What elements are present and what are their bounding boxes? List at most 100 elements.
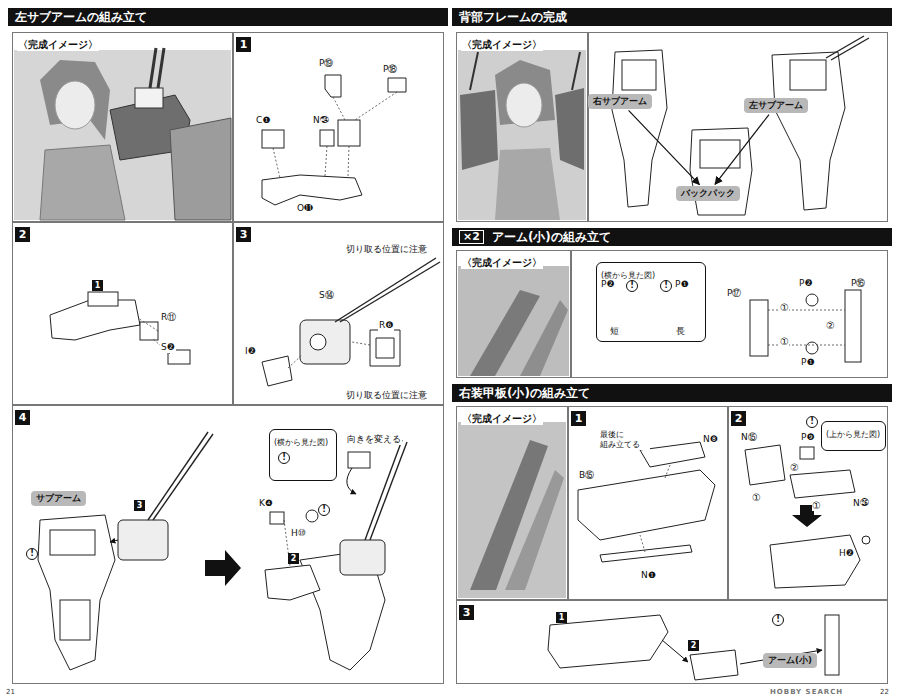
panel-frame [572, 251, 888, 378]
part-number: P❷ [798, 278, 814, 289]
caution-mark: ! [660, 280, 672, 292]
part-drawing [262, 356, 292, 386]
step-number: 4 [15, 410, 30, 425]
page-number: 21 [6, 688, 15, 696]
view-note: (横から見た図) [274, 438, 328, 448]
caution-mark: ! [806, 416, 818, 428]
order-number: ② [826, 320, 835, 331]
caution-mark: ! [26, 548, 38, 560]
part-number: 切り取る位置に注意 [345, 244, 428, 255]
leader-line [665, 465, 670, 478]
flow-arrow [205, 505, 822, 586]
part-drawing [800, 447, 814, 459]
part-number: H⑩ [290, 528, 307, 539]
step-reference: 2 [288, 553, 299, 564]
part-tag: アーム(小) [763, 653, 817, 668]
quantity-badge: ×2 [459, 230, 484, 244]
part-drawing [270, 512, 284, 524]
antenna-line [153, 434, 213, 520]
part-number: P❾ [800, 432, 816, 443]
step-panel: 1 [233, 32, 444, 222]
part-number: S❷ [160, 342, 176, 353]
completion-photo [505, 470, 564, 590]
part-number: I❷ [244, 346, 257, 357]
leader-line [355, 92, 397, 120]
part-drawing [140, 322, 158, 340]
completion-photo [555, 88, 584, 170]
part-drawing [338, 120, 360, 146]
order-number: ① [780, 336, 789, 347]
leader-line [273, 148, 280, 178]
view-note: (上から見た図) [826, 430, 880, 440]
caution-mark: ! [318, 504, 330, 516]
antenna-line [370, 442, 407, 540]
step-panel: 〈完成イメージ〉 [12, 32, 233, 222]
part-drawing [612, 50, 667, 207]
step-panel: 〈完成イメージ〉 [456, 406, 568, 600]
leader-line [333, 97, 345, 120]
part-drawing [300, 320, 350, 364]
completion-photo [55, 81, 95, 129]
order-number: ① [780, 302, 789, 313]
part-drawing [622, 60, 656, 90]
order-number: ① [752, 492, 761, 503]
step-number: 2 [15, 227, 30, 242]
assembly-arrow [629, 110, 700, 184]
antenna-line [365, 440, 402, 540]
section-title: アーム(小)の組み立て [492, 230, 611, 244]
panel-caption: 〈完成イメージ〉 [461, 413, 543, 425]
section-title: 左サブアームの組み立て [15, 10, 147, 24]
caution-mark: ! [772, 614, 784, 626]
connector-group [629, 110, 769, 184]
panel-frame [589, 33, 888, 222]
part-name: サブアーム [36, 493, 81, 504]
completion-photo [470, 52, 478, 90]
page-number: 22 [880, 688, 889, 696]
antenna-line [148, 36, 869, 540]
section-header: 右装甲板(小)の組み立て [452, 384, 892, 402]
part-drawing [790, 60, 826, 90]
part-number: C❶ [255, 115, 271, 126]
assembly-arrow [110, 540, 118, 542]
step-reference: 1 [556, 612, 567, 623]
assembly-arrow [715, 115, 769, 185]
part-number: O⓫ [296, 203, 314, 214]
flow-arrow [205, 550, 241, 586]
leader-line [348, 146, 349, 176]
leader-line [288, 355, 302, 368]
order-number: ① [812, 500, 821, 511]
panel-caption: 〈完成イメージ〉 [461, 39, 543, 51]
assembly-note: 最後に 組み立てる [600, 430, 650, 450]
panel-caption: 〈完成イメージ〉 [461, 257, 543, 269]
part-drawing [690, 650, 738, 680]
part-drawing [772, 52, 845, 210]
part-number: B⑮ [578, 470, 595, 481]
completion-photo [40, 60, 110, 140]
part-number: P❶ [674, 279, 690, 290]
antenna-line [340, 262, 440, 322]
completion-photo [150, 48, 156, 88]
part-drawing [370, 330, 400, 366]
part-drawing [388, 78, 406, 92]
part-drawing [38, 50, 870, 680]
part-drawing [118, 520, 168, 560]
part-number: N❽ [702, 434, 719, 445]
part-drawing [265, 565, 320, 600]
part-drawing [790, 470, 855, 498]
caution-mark: ! [278, 452, 290, 464]
part-drawing [862, 536, 870, 544]
step-number: 1 [236, 37, 251, 52]
part-number: S⑭ [318, 290, 335, 301]
part-drawing [845, 290, 861, 362]
step-panel: 〈完成イメージ〉 [456, 250, 571, 378]
completion-photo [460, 90, 498, 170]
part-drawing [306, 510, 318, 522]
part-number: P❷ [600, 279, 616, 290]
part-number: N㉖ [852, 498, 870, 509]
part-number: P⑲ [318, 58, 334, 69]
leader-line [325, 146, 327, 176]
section-title: 背部フレームの完成 [459, 10, 567, 24]
part-name: 右サブアーム [593, 96, 647, 107]
antenna-line [148, 432, 208, 520]
